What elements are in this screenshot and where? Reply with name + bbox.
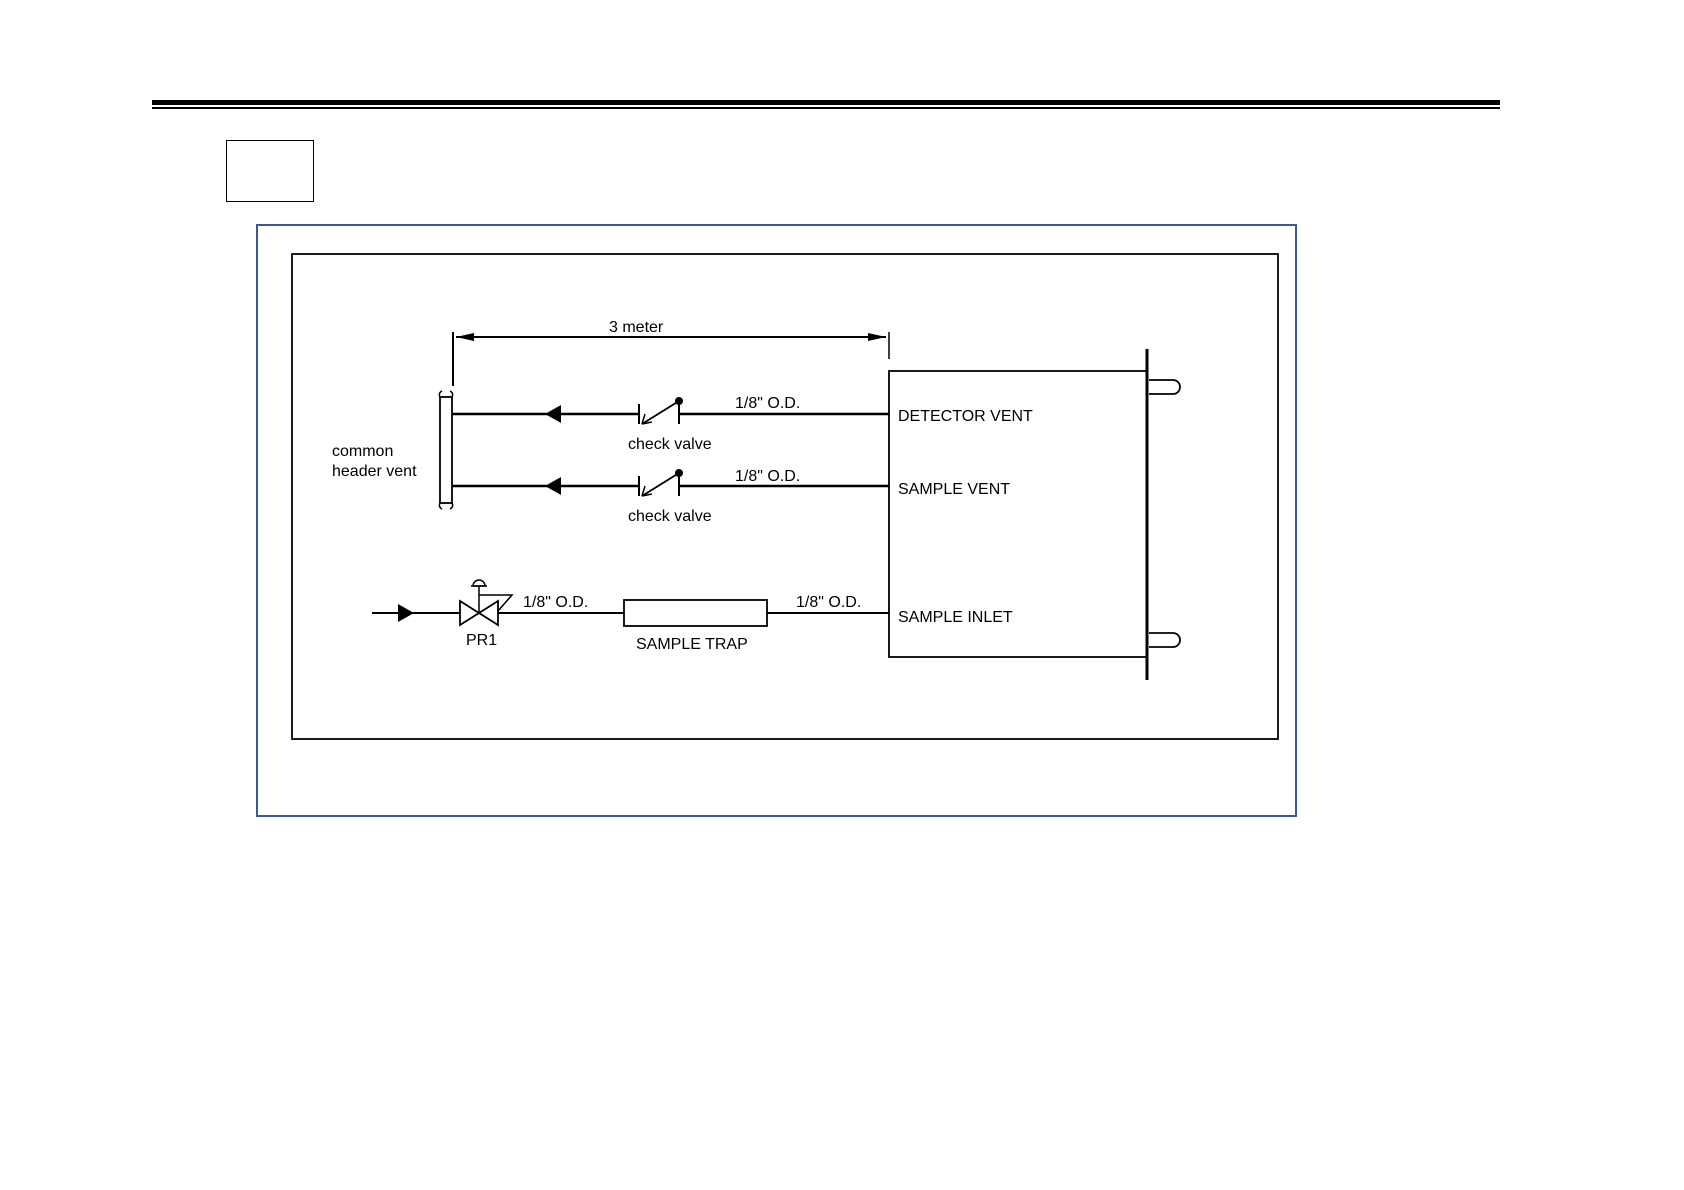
analyzer-unit: DETECTOR VENT SAMPLE VENT SAMPLE INLET	[889, 349, 1180, 680]
detector-vent-line: check valve 1/8" O.D.	[452, 395, 889, 453]
port-sample-inlet: SAMPLE INLET	[898, 609, 1013, 626]
mounting-tab-top	[1149, 380, 1180, 394]
sample-inlet-line: PR1 1/8" O.D. SAMPLE TRAP 1/8" O.D.	[372, 580, 889, 653]
check-valve-label-1: check valve	[628, 436, 712, 453]
dimension-3-meter: 3 meter	[453, 319, 889, 386]
dimension-label: 3 meter	[609, 319, 664, 336]
regulator-label: PR1	[466, 632, 497, 649]
check-valve-label-2: check valve	[628, 508, 712, 525]
sample-vent-line: check valve 1/8" O.D.	[452, 468, 889, 525]
port-detector-vent: DETECTOR VENT	[898, 408, 1033, 425]
tube-label-inlet-right: 1/8" O.D.	[796, 594, 861, 611]
check-valve-icon	[639, 397, 683, 424]
flow-arrow-left-icon	[545, 405, 561, 423]
check-valve-icon	[639, 469, 683, 496]
common-header-vent: common header vent	[332, 391, 453, 509]
port-sample-vent: SAMPLE VENT	[898, 481, 1010, 498]
header-label-line2: header vent	[332, 463, 417, 480]
header-label-line1: common	[332, 443, 393, 460]
sample-trap	[624, 600, 767, 626]
flow-arrow-right-icon	[398, 604, 414, 622]
mounting-tab-bottom	[1149, 633, 1180, 647]
pressure-regulator-icon	[460, 580, 512, 625]
tube-label-detector: 1/8" O.D.	[735, 395, 800, 412]
tube-label-sample-vent: 1/8" O.D.	[735, 468, 800, 485]
tube-label-inlet-left: 1/8" O.D.	[523, 594, 588, 611]
trap-label: SAMPLE TRAP	[636, 636, 748, 653]
flow-arrow-left-icon	[545, 477, 561, 495]
